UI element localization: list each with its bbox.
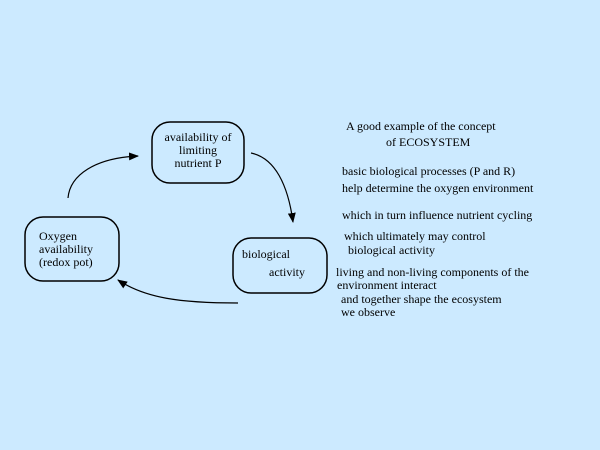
oxygen-line: (redox pot) — [39, 255, 93, 269]
arrow-nutrient-to-bio — [250, 152, 296, 223]
arrow-bio-to-oxygen — [117, 279, 239, 304]
arrow-oxygen-to-nutrient — [67, 152, 139, 199]
nutrient-label: availability of limiting nutrient P — [152, 131, 244, 170]
bio-box — [232, 237, 328, 294]
nutrient-line: limiting — [178, 143, 217, 157]
notes-p4-2: environment interact — [337, 278, 437, 292]
notes-p4-1: living and non-living components of the — [336, 265, 529, 279]
bio-label-1: biological — [242, 247, 290, 261]
notes-p3-1: which ultimately may control — [344, 229, 486, 243]
oxygen-line: Oxygen — [39, 229, 77, 243]
notes-p4-4: we observe — [341, 305, 396, 319]
nutrient-line: availability of — [164, 130, 232, 144]
notes-title-1: A good example of the concept — [346, 119, 496, 133]
oxygen-box — [24, 216, 120, 282]
bio-label-2: activity — [269, 265, 305, 279]
notes-p3-2: biological activity — [348, 243, 435, 257]
notes-p1-2: help determine the oxygen environment — [342, 181, 534, 195]
notes-p2: which in turn influence nutrient cycling — [342, 208, 533, 222]
nutrient-box — [151, 121, 245, 184]
oxygen-label: Oxygen availability (redox pot) — [39, 230, 93, 269]
notes-p1-1: basic biological processes (P and R) — [342, 164, 516, 178]
notes-title-2: of ECOSYSTEM — [386, 135, 471, 149]
notes-p4-3: and together shape the ecosystem — [341, 292, 502, 306]
nutrient-line: nutrient P — [174, 156, 222, 170]
oxygen-line: availability — [39, 242, 93, 256]
